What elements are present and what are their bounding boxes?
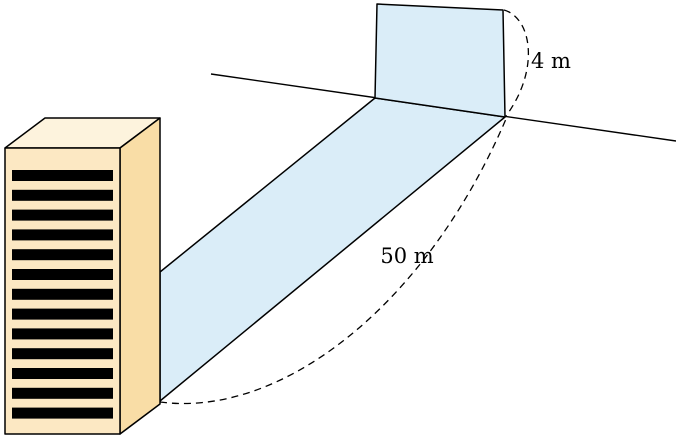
window-stripe xyxy=(12,387,113,399)
building xyxy=(4,117,161,435)
window-stripe xyxy=(12,308,113,320)
window-stripe xyxy=(12,229,113,241)
window-stripe xyxy=(12,269,113,280)
wall xyxy=(374,3,506,118)
shadow-length-dimension-curve xyxy=(159,118,507,405)
window-stripe xyxy=(12,249,113,261)
window-stripe xyxy=(12,368,113,379)
window-stripe xyxy=(12,170,113,181)
window-stripe xyxy=(12,348,113,360)
window-stripe xyxy=(12,288,113,300)
building-windows xyxy=(12,170,113,419)
building-side-face xyxy=(119,117,161,435)
wall-height-label: 4 m xyxy=(531,49,571,73)
window-stripe xyxy=(12,407,113,419)
window-stripe xyxy=(12,328,113,340)
window-stripe xyxy=(12,189,113,201)
window-stripe xyxy=(12,209,113,221)
wall-height-dimension-curve xyxy=(503,9,529,117)
shadow-length-label: 50 m xyxy=(380,244,433,268)
